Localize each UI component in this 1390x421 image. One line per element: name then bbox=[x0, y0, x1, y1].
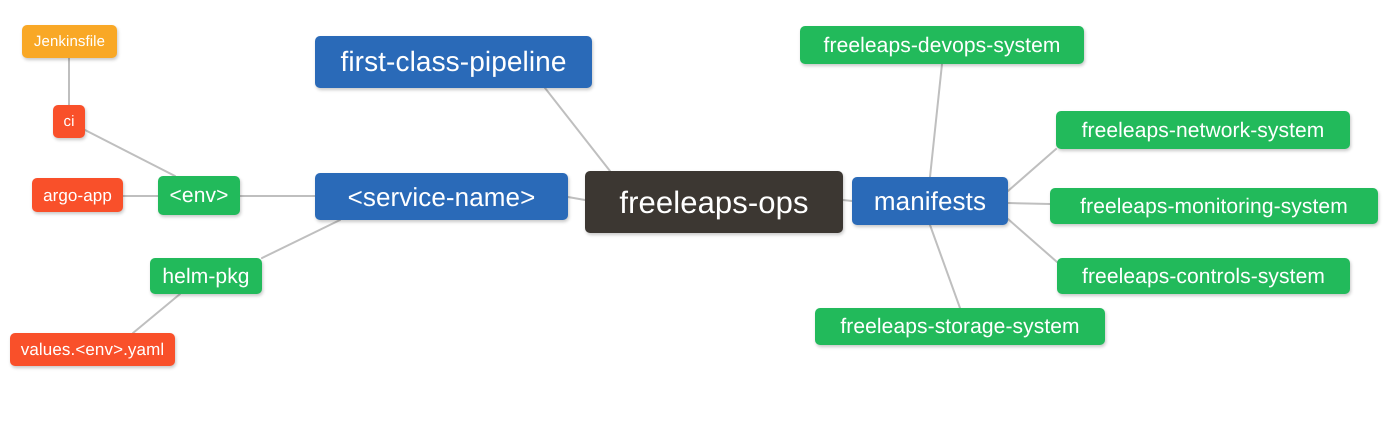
node-env[interactable]: <env> bbox=[158, 176, 240, 215]
node-jenkinsfile[interactable]: Jenkinsfile bbox=[22, 25, 117, 58]
node-label-first-class-pipeline: first-class-pipeline bbox=[340, 46, 567, 77]
node-label-ci: ci bbox=[63, 113, 75, 130]
node-label-helm-pkg: helm-pkg bbox=[162, 264, 250, 288]
edge-freeleaps-ops-to-manifests bbox=[842, 199, 853, 202]
node-freeleaps-ops[interactable]: freeleaps-ops bbox=[585, 171, 843, 233]
node-label-freeleaps-devops-system: freeleaps-devops-system bbox=[823, 33, 1061, 57]
node-label-freeleaps-ops: freeleaps-ops bbox=[619, 184, 809, 220]
edge-freeleaps-ops-to-service-name bbox=[567, 196, 586, 201]
edge-helm-pkg-to-values-env-yaml bbox=[132, 293, 181, 334]
node-label-env: <env> bbox=[169, 184, 229, 207]
edge-manifests-to-freeleaps-network-system bbox=[1007, 148, 1057, 192]
edge-env-to-ci bbox=[84, 129, 176, 177]
edge-manifests-to-freeleaps-monitoring-system bbox=[1007, 202, 1051, 205]
node-values-env-yaml[interactable]: values.<env>.yaml bbox=[10, 333, 175, 366]
node-freeleaps-network-system[interactable]: freeleaps-network-system bbox=[1056, 111, 1350, 149]
node-label-freeleaps-network-system: freeleaps-network-system bbox=[1081, 118, 1325, 142]
edge-service-name-to-helm-pkg bbox=[261, 219, 341, 259]
node-label-service-name: <service-name> bbox=[347, 181, 536, 212]
edge-freeleaps-ops-to-first-class-pipeline bbox=[544, 87, 611, 172]
node-ci[interactable]: ci bbox=[53, 105, 85, 138]
node-label-freeleaps-monitoring-system: freeleaps-monitoring-system bbox=[1080, 194, 1348, 218]
node-label-argo-app: argo-app bbox=[43, 185, 112, 205]
node-label-jenkinsfile: Jenkinsfile bbox=[33, 33, 106, 50]
node-freeleaps-storage-system[interactable]: freeleaps-storage-system bbox=[815, 308, 1105, 345]
node-freeleaps-devops-system[interactable]: freeleaps-devops-system bbox=[800, 26, 1084, 64]
node-first-class-pipeline[interactable]: first-class-pipeline bbox=[315, 36, 592, 88]
node-manifests[interactable]: manifests bbox=[852, 177, 1008, 225]
node-argo-app[interactable]: argo-app bbox=[32, 178, 123, 212]
node-label-values-env-yaml: values.<env>.yaml bbox=[20, 340, 165, 359]
node-label-freeleaps-storage-system: freeleaps-storage-system bbox=[840, 315, 1080, 338]
node-label-manifests: manifests bbox=[873, 186, 987, 216]
edge-manifests-to-freeleaps-storage-system bbox=[929, 224, 961, 309]
edge-manifests-to-freeleaps-devops-system bbox=[929, 63, 943, 178]
node-label-freeleaps-controls-system: freeleaps-controls-system bbox=[1082, 264, 1325, 288]
node-service-name[interactable]: <service-name> bbox=[315, 173, 568, 220]
edge-manifests-to-freeleaps-controls-system bbox=[1007, 218, 1058, 263]
node-helm-pkg[interactable]: helm-pkg bbox=[150, 258, 262, 294]
node-freeleaps-controls-system[interactable]: freeleaps-controls-system bbox=[1057, 258, 1350, 294]
node-freeleaps-monitoring-system[interactable]: freeleaps-monitoring-system bbox=[1050, 188, 1378, 224]
